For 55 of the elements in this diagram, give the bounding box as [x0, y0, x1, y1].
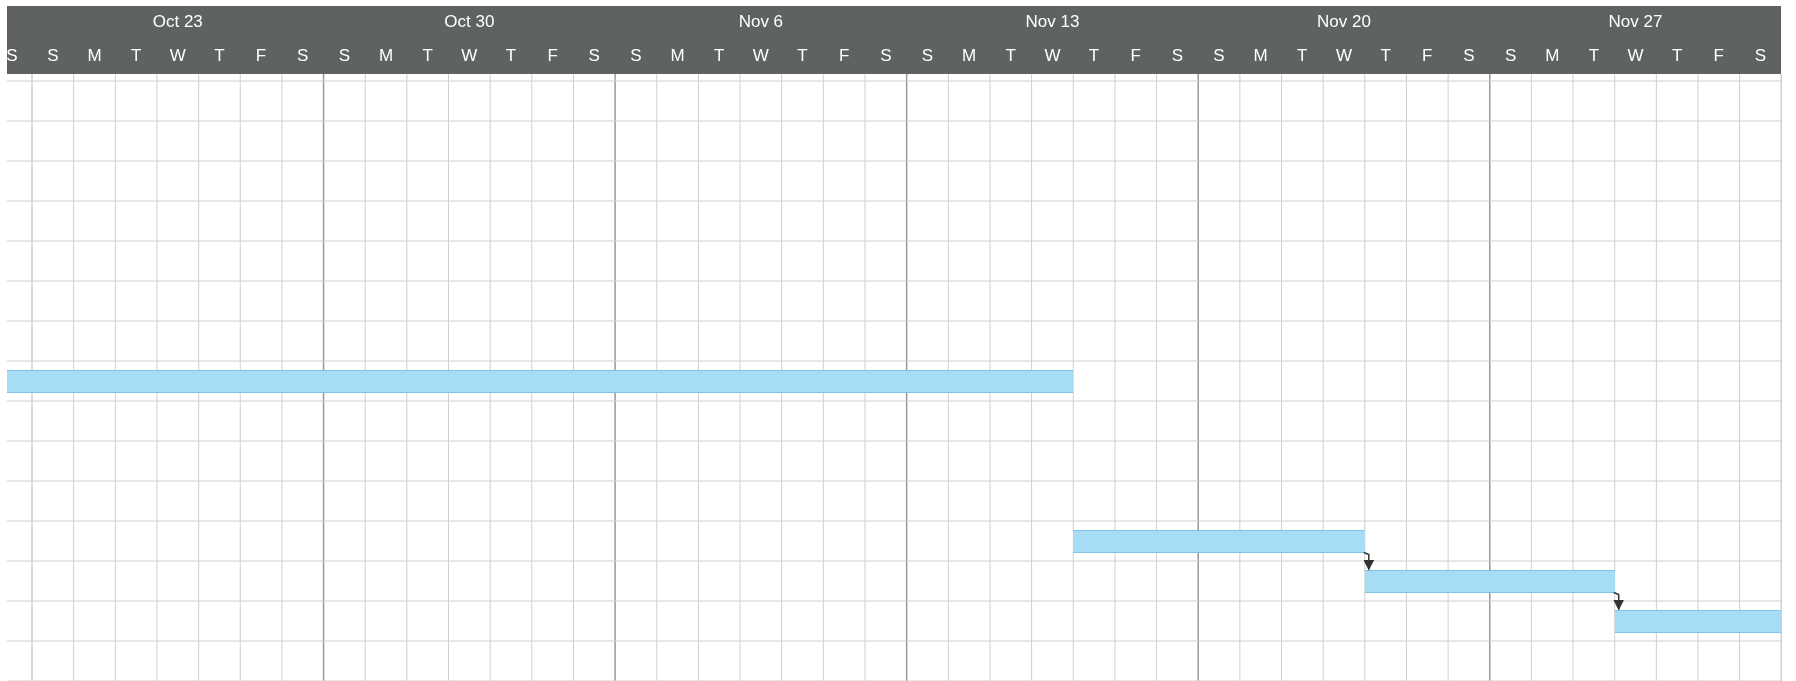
day-label: S — [1753, 46, 1768, 66]
day-label: S — [337, 46, 352, 66]
day-label: T — [1296, 46, 1309, 66]
day-label: S — [1503, 46, 1518, 66]
week-label: Nov 13 — [1024, 12, 1081, 32]
day-label: M — [1544, 46, 1561, 66]
task-bar — [1073, 529, 1365, 553]
day-label: T — [1670, 46, 1684, 66]
day-label: M — [86, 46, 103, 66]
day-label: W — [751, 46, 770, 66]
day-label: S — [1462, 46, 1476, 66]
dependency-arrow — [1612, 591, 1624, 611]
task-bar — [1364, 569, 1615, 593]
day-label: W — [1043, 46, 1062, 66]
day-label: S — [629, 46, 643, 66]
day-label: T — [129, 46, 143, 66]
day-label: S — [1212, 46, 1226, 66]
day-label: F — [1129, 46, 1142, 66]
task-bar — [7, 369, 1074, 393]
week-label: Nov 6 — [737, 12, 785, 32]
day-label: T — [213, 46, 226, 66]
day-label: T — [1004, 46, 1017, 66]
day-label: T — [1587, 46, 1601, 66]
day-label: F — [1421, 46, 1434, 66]
week-label: Nov 27 — [1607, 12, 1664, 32]
day-label: M — [377, 46, 395, 66]
day-label: T — [796, 46, 809, 66]
day-label: W — [168, 46, 187, 66]
day-label: M — [1252, 46, 1269, 66]
day-label: M — [961, 46, 978, 66]
week-label: Oct 30 — [443, 12, 496, 32]
day-label: S — [46, 46, 60, 66]
week-label: Oct 23 — [151, 12, 204, 32]
day-label: S — [1170, 46, 1185, 66]
day-label: W — [460, 46, 479, 66]
day-label: S — [587, 46, 601, 66]
day-label: T — [1087, 46, 1101, 66]
day-label: T — [504, 46, 518, 66]
day-label: F — [546, 46, 559, 66]
day-label: M — [669, 46, 686, 66]
week-label: Nov 20 — [1316, 12, 1372, 32]
day-label: T — [421, 46, 434, 66]
day-label: S — [296, 46, 310, 66]
day-label: W — [1334, 46, 1353, 66]
day-label: F — [1712, 46, 1725, 66]
day-label: F — [254, 46, 268, 66]
day-label: F — [837, 46, 851, 66]
dependency-arrow — [1363, 551, 1375, 571]
day-label: W — [1626, 46, 1645, 66]
day-label: T — [713, 46, 726, 66]
day-label: S — [7, 46, 19, 66]
day-label: T — [1379, 46, 1392, 66]
day-label: S — [920, 46, 935, 66]
day-label: S — [879, 46, 893, 66]
task-bar — [1614, 609, 1782, 633]
